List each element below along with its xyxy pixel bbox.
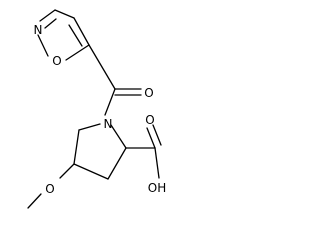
bond-o1-n [37, 34, 49, 57]
bond-o-methyl [27, 193, 42, 209]
bonds [27, 9, 162, 209]
bond-n-c3 [39, 9, 56, 22]
bond-c3-c4 [73, 163, 109, 180]
bond-c3-c4 [54, 9, 75, 19]
atom-acid-oh: OH [148, 181, 166, 195]
atom-isoxazole-o: O [52, 54, 61, 68]
atom-acid-o: O [145, 113, 154, 127]
molecule-structure-diagram: N O O N O O OH [27, 9, 167, 209]
bond-c4-c5-double [68, 24, 83, 47]
bond-c5-o1 [65, 44, 90, 61]
bond-n-c2 [110, 124, 127, 149]
bond-n-c3-double [44, 18, 57, 29]
bond-c5-n [78, 123, 101, 131]
atom-pyrrolidine-n: N [104, 117, 113, 131]
bond-c4-o-ether [59, 163, 75, 179]
atom-carbonyl-o: O [144, 86, 153, 100]
bond-c5-carbonyl [88, 44, 116, 90]
bond-carbonyl-n [104, 88, 116, 116]
bond-cooh-o-double-a [146, 127, 156, 149]
bond-cooh-o-double-b [152, 124, 162, 146]
bond-cooh-oh [154, 147, 160, 179]
atom-isoxazole-n: N [34, 23, 43, 37]
bond-c4-c5 [73, 129, 80, 165]
bond-c4-c5 [73, 17, 90, 46]
bond-c2-c3 [107, 147, 127, 180]
atom-ether-o: O [45, 182, 54, 196]
atom-labels: N O O N O O OH [34, 23, 167, 196]
